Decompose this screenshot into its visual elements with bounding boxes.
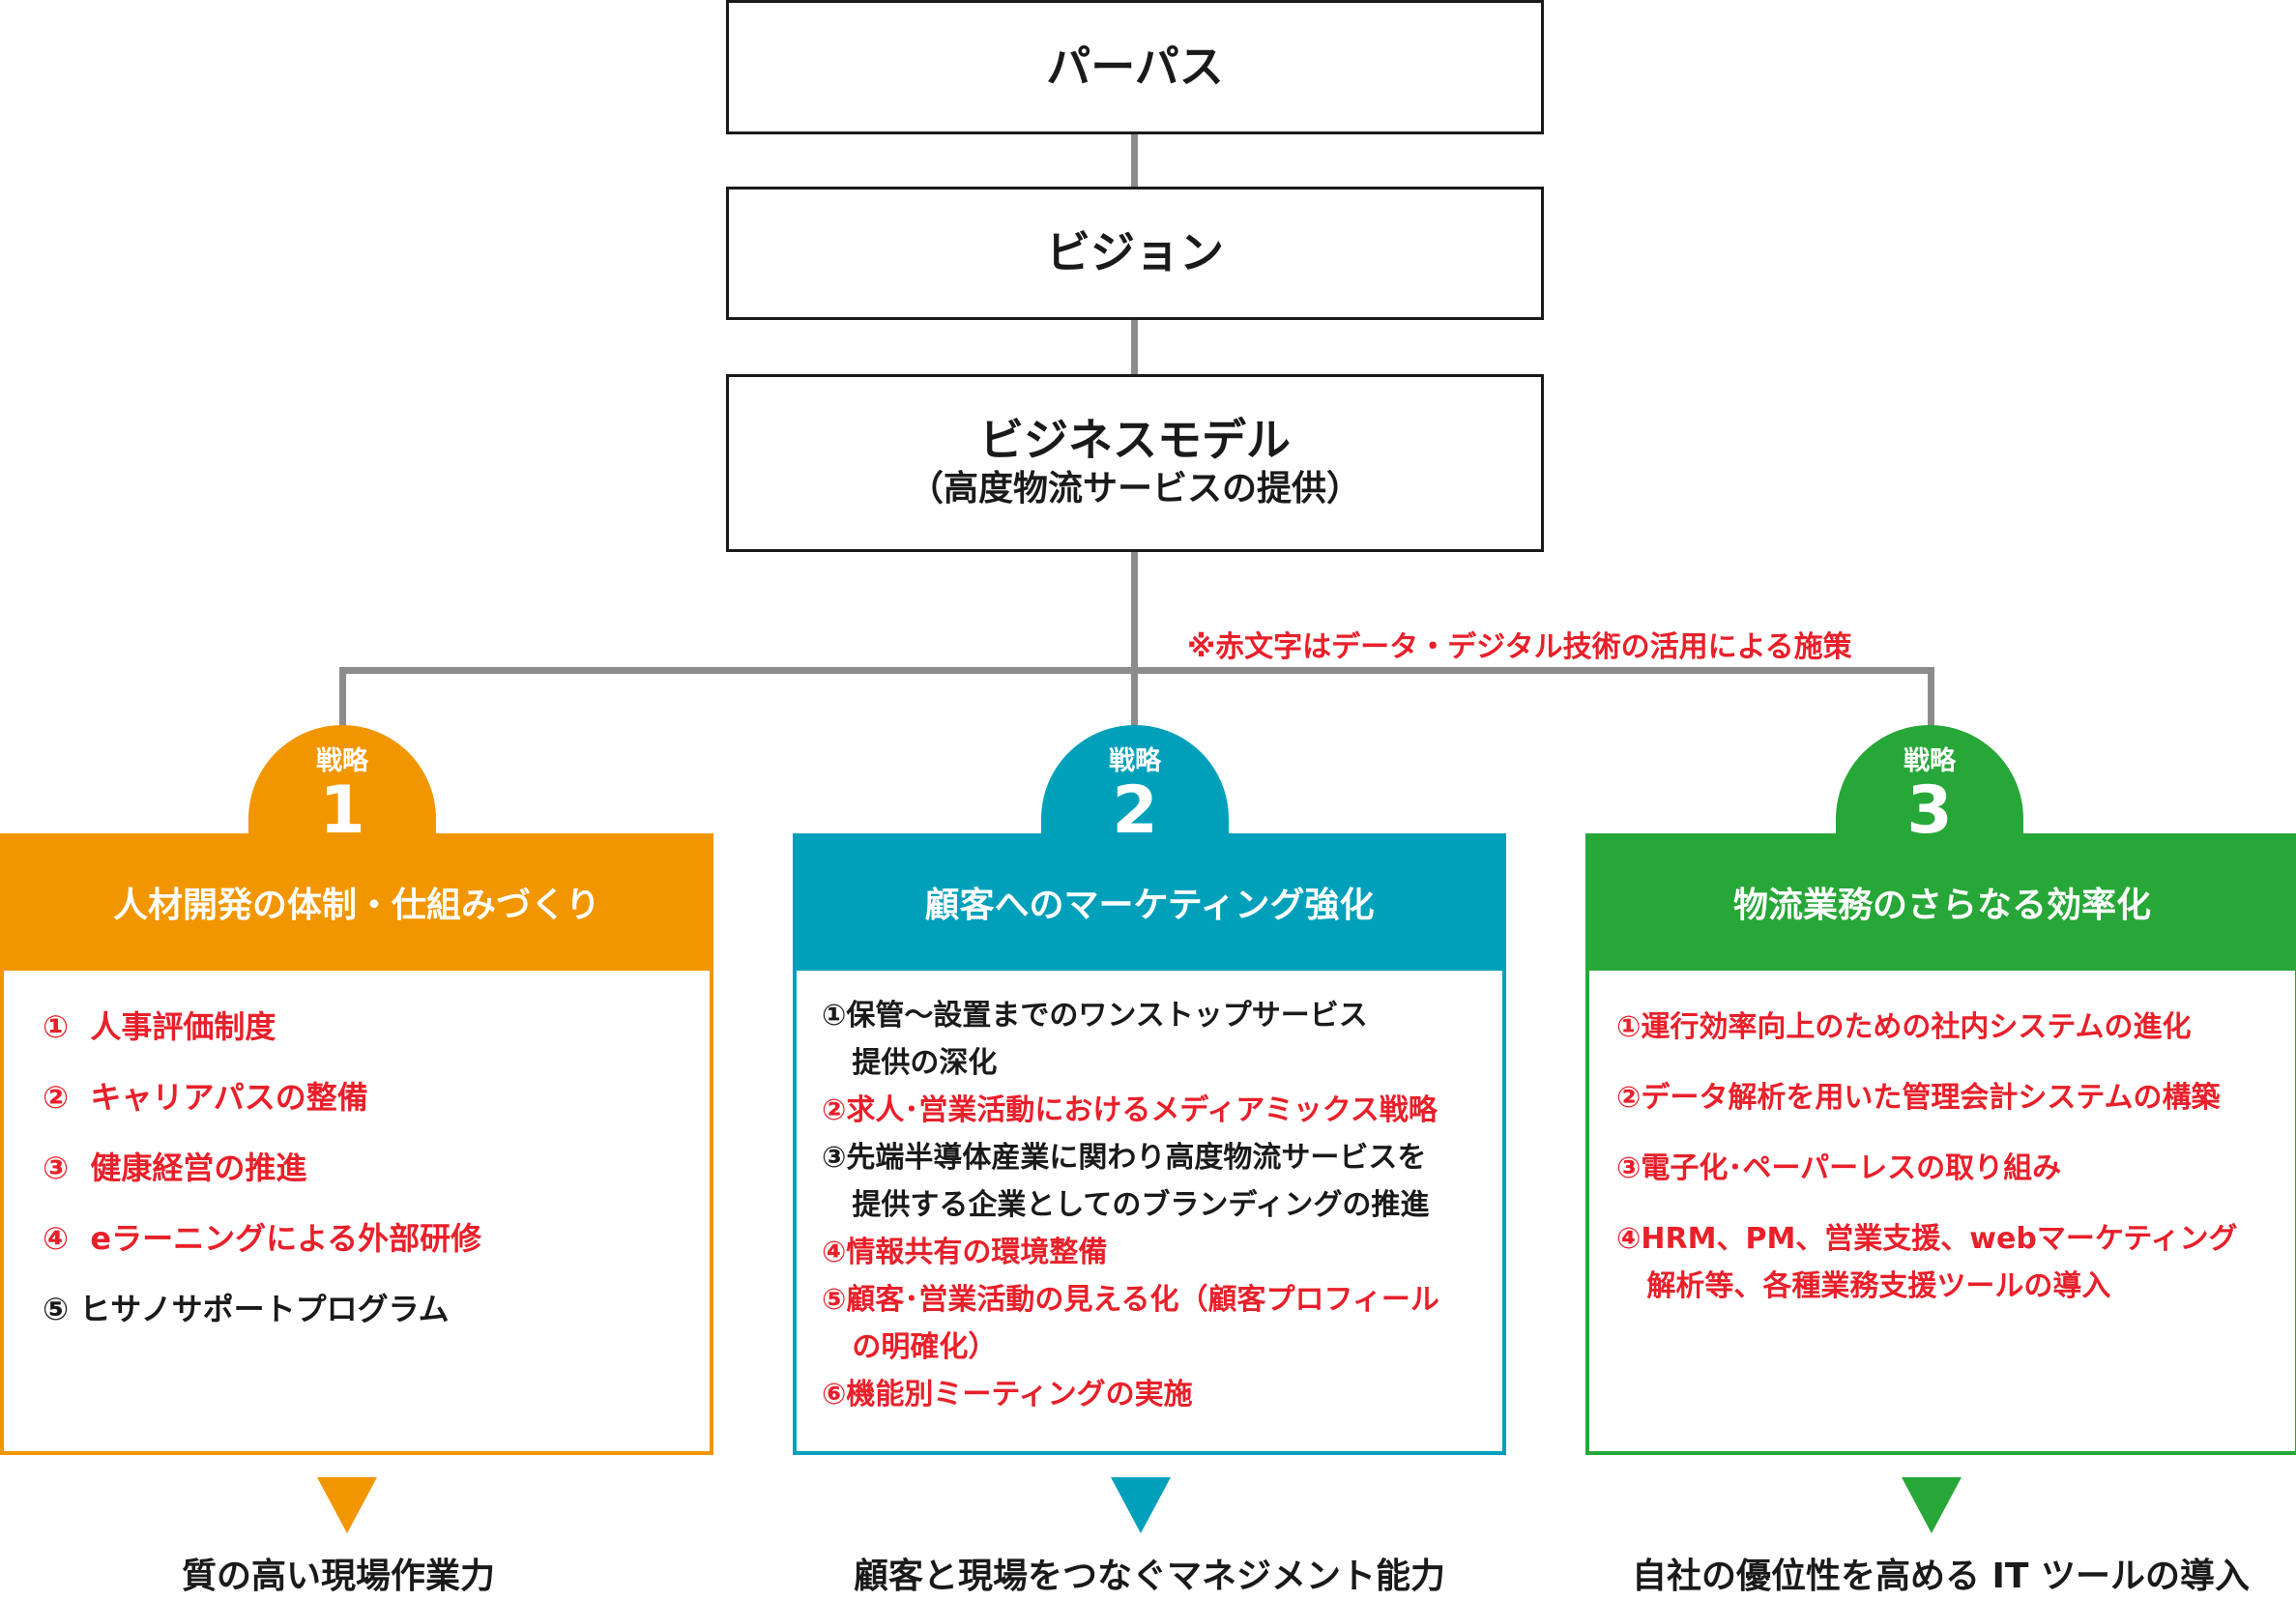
strategy-2-number: 2 [1112,772,1158,849]
strategy-3-panel: 物流業務のさらなる効率化 ①運行効率向上のための社内システムの進化 ②データ解析… [1585,833,2296,1455]
strategy-1-item-3: ③ 健康経営の推進 [43,1150,307,1186]
strategy-2-item-1: ①保管～設置までのワンストップサービス 提供の深化 [822,999,1368,1080]
business-model-label: ビジネスモデル [979,414,1291,466]
strategy-1-body: ① 人事評価制度 ② キャリアパスの整備 ③ 健康経営の推進 ④ eラーニングに… [0,971,713,1455]
connector-purpose-vision [1131,134,1138,187]
strategy-2-item-6: ⑥機能別ミーティングの実施 [822,1378,1193,1412]
strategy-1-list: ① 人事評価制度 ② キャリアパスの整備 ③ 健康経営の推進 ④ eラーニングに… [4,971,710,1345]
strategy-1-panel: 人材開発の体制・仕組みづくり ① 人事評価制度 ② キャリアパスの整備 ③ 健康… [0,833,713,1455]
strategy-3-body: ①運行効率向上のための社内システムの進化 ②データ解析を用いた管理会計システムの… [1585,971,2296,1455]
strategy-2-item-5: ⑤顧客･営業活動の見える化（顧客プロフィール の明確化） [822,1283,1439,1364]
strategy-2-item-4: ④情報共有の環境整備 [822,1236,1108,1269]
strategy-3-item-4: ④HRM、PM、営業支援、webマーケティング 解析等、各種業務支援ツールの導入 [1616,1222,2238,1303]
strategy-2-list: ①保管～設置までのワンストップサービス 提供の深化 ②求人･営業活動におけるメデ… [797,971,1502,1418]
strategy-1-item-1: ① 人事評価制度 [43,1008,276,1045]
strategy-2-body: ①保管～設置までのワンストップサービス 提供の深化 ②求人･営業活動におけるメデ… [793,971,1506,1455]
strategy-3-item-2: ②データ解析を用いた管理会計システムの構築 [1616,1081,2221,1115]
strategy-1-arrow [317,1477,377,1533]
strategy-1-number: 1 [319,772,365,849]
vision-label: ビジョン [1046,226,1224,279]
legend-note: ※赤文字はデータ・デジタル技術の活用による施策 [1187,630,1852,664]
strategy-1-item-4: ④ eラーニングによる外部研修 [43,1220,482,1257]
connector-branch-3 [1928,667,1934,735]
strategy-1-title: 人材開発の体制・仕組みづくり [0,833,713,971]
strategy-3-result: 自社の優位性を高める IT ツールの導入 [1631,1557,2251,1596]
vision-box: ビジョン [726,187,1544,320]
connector-horizontal [339,667,1934,674]
business-model-sub: （高度物流サービスの提供） [908,469,1361,509]
strategy-2-tab-label: 戦略 [1109,746,1161,776]
strategy-3-item-3: ③電子化･ペーパーレスの取り組み [1616,1151,2062,1185]
strategy-2-result: 顧客と現場をつなぐマネジメント能力 [853,1557,1445,1596]
strategy-3-tab-label: 戦略 [1904,746,1956,776]
business-model-box: ビジネスモデル （高度物流サービスの提供） [726,374,1544,552]
connector-branch-1 [339,667,346,735]
strategy-1-tab-label: 戦略 [316,746,368,776]
strategy-2-item-2: ②求人･営業活動におけるメディアミックス戦略 [822,1093,1438,1127]
strategy-3-arrow [1902,1477,1962,1533]
strategy-2-arrow [1111,1477,1171,1533]
connector-vision-business [1131,320,1138,374]
strategy-3-title: 物流業務のさらなる効率化 [1585,833,2296,971]
strategy-2-item-3: ③先端半導体産業に関わり高度物流サービスを 提供する企業としてのブランディングの… [822,1141,1430,1222]
connector-trunk [1131,552,1138,732]
strategy-2-panel: 顧客へのマーケティング強化 ①保管～設置までのワンストップサービス 提供の深化 … [793,833,1506,1455]
strategy-3-list: ①運行効率向上のための社内システムの進化 ②データ解析を用いた管理会計システムの… [1589,971,2295,1310]
purpose-box: パーパス [726,0,1544,134]
strategy-1-item-2: ② キャリアパスの整備 [43,1079,368,1116]
strategy-1-result: 質の高い現場作業力 [181,1557,495,1596]
strategy-3-number: 3 [1906,772,1953,849]
strategy-2-title: 顧客へのマーケティング強化 [793,833,1506,971]
purpose-label: パーパス [1046,40,1224,93]
strategy-1-item-5: ⑤ ヒサノサポートプログラム [43,1291,450,1327]
strategy-3-item-1: ①運行効率向上のための社内システムの進化 [1616,1010,2192,1044]
